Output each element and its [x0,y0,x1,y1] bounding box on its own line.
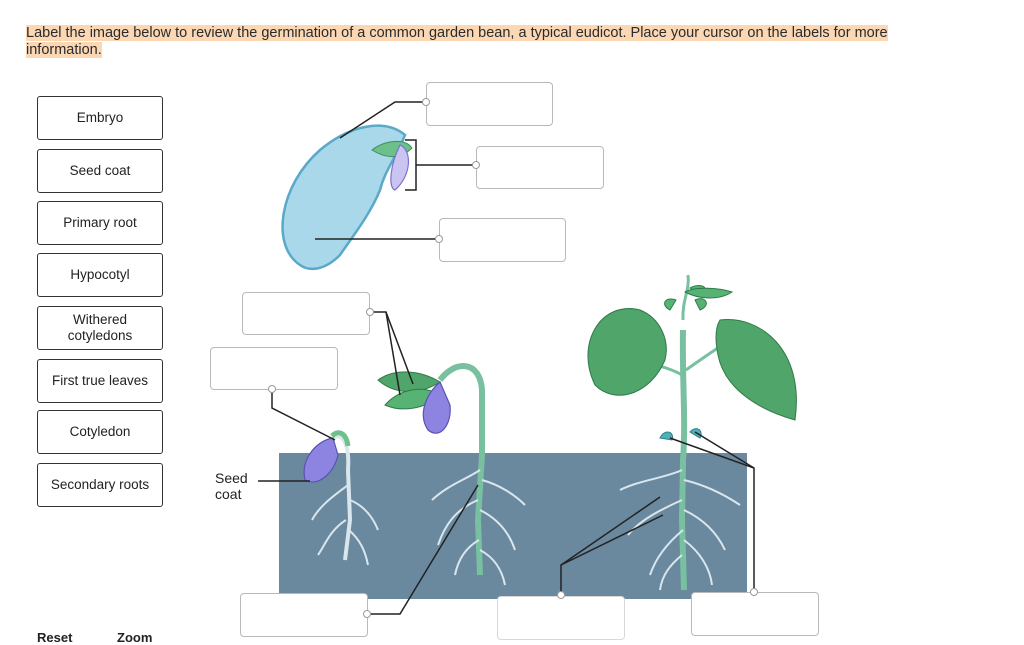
soil [279,453,747,599]
connector-dot [557,591,565,599]
connector-dot [366,308,374,316]
soil-shade [279,453,747,599]
drop-zone-8[interactable] [691,592,819,636]
drop-zone-4[interactable] [242,292,370,335]
label-first-true-leaves[interactable]: First true leaves [37,359,163,403]
label-hypocotyl[interactable]: Hypocotyl [37,253,163,297]
connector-dot [422,98,430,106]
label-secondary-roots[interactable]: Secondary roots [37,463,163,507]
label-primary-root[interactable]: Primary root [37,201,163,245]
drop-zone-6[interactable] [240,593,368,637]
reset-button[interactable]: Reset [37,630,73,645]
bean-seed [281,124,413,271]
seedling-stage-1 [303,430,379,566]
label-cotyledon[interactable]: Cotyledon [37,410,163,454]
drop-zone-5[interactable] [210,347,338,390]
connector-dot [472,161,480,169]
seedling-stage-3 [587,274,797,591]
label-seed-coat[interactable]: Seed coat [37,149,163,193]
drop-zone-1[interactable] [426,82,553,126]
drop-zone-7[interactable] [497,596,625,640]
leader-lines [258,101,755,615]
seedling-stage-2 [377,363,526,586]
fixed-label-seed-coat: Seed coat [215,470,248,502]
label-embryo[interactable]: Embryo [37,96,163,140]
connector-dot [363,610,371,618]
connector-dot [435,235,443,243]
connector-dot [268,385,276,393]
connector-dot [750,588,758,596]
zoom-button[interactable]: Zoom [117,630,153,645]
label-withered-cotyledons[interactable]: Withered cotyledons [37,306,163,350]
drop-zone-2[interactable] [476,146,604,189]
drop-zone-3[interactable] [439,218,566,262]
instruction-text: Label the image below to review the germ… [26,25,966,59]
